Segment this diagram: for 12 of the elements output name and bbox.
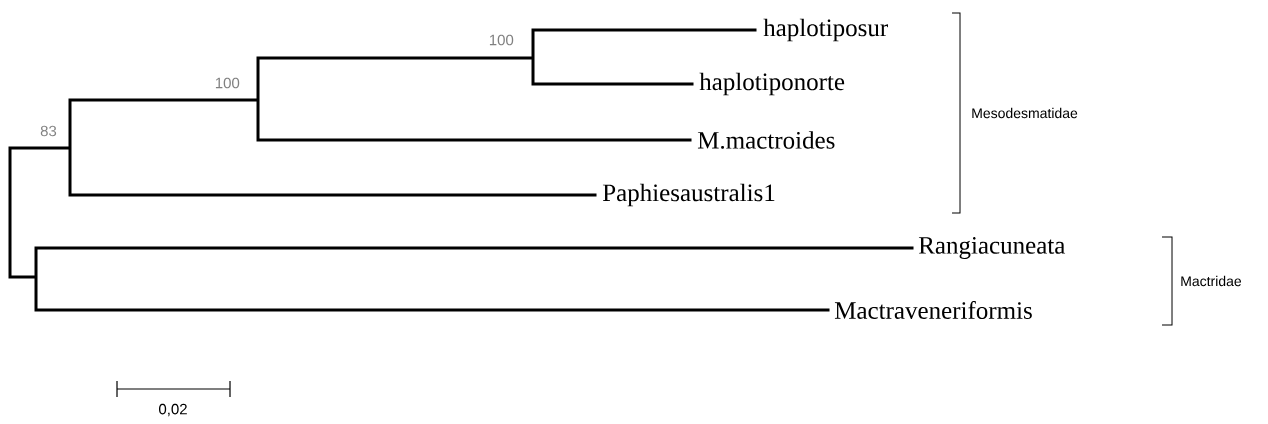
taxon-label: haplotiposur — [763, 18, 888, 42]
bootstrap-value: 100 — [215, 77, 240, 89]
clade-label: Mactridae — [1181, 275, 1242, 287]
taxon-label: Paphiesaustralis1 — [602, 183, 775, 207]
bootstrap-value: 100 — [489, 34, 514, 46]
taxon-label: Rangiacuneata — [918, 237, 1066, 259]
scale-label: 0,02 — [159, 403, 187, 417]
taxon-label: M.mactroides — [697, 131, 835, 149]
taxon-label: Mactraveneriformis — [834, 301, 1032, 319]
bootstrap-value: 83 — [40, 125, 57, 137]
taxon-label: haplotiponorte — [699, 72, 845, 96]
clade-label: Mesodesmatidae — [972, 107, 1078, 119]
